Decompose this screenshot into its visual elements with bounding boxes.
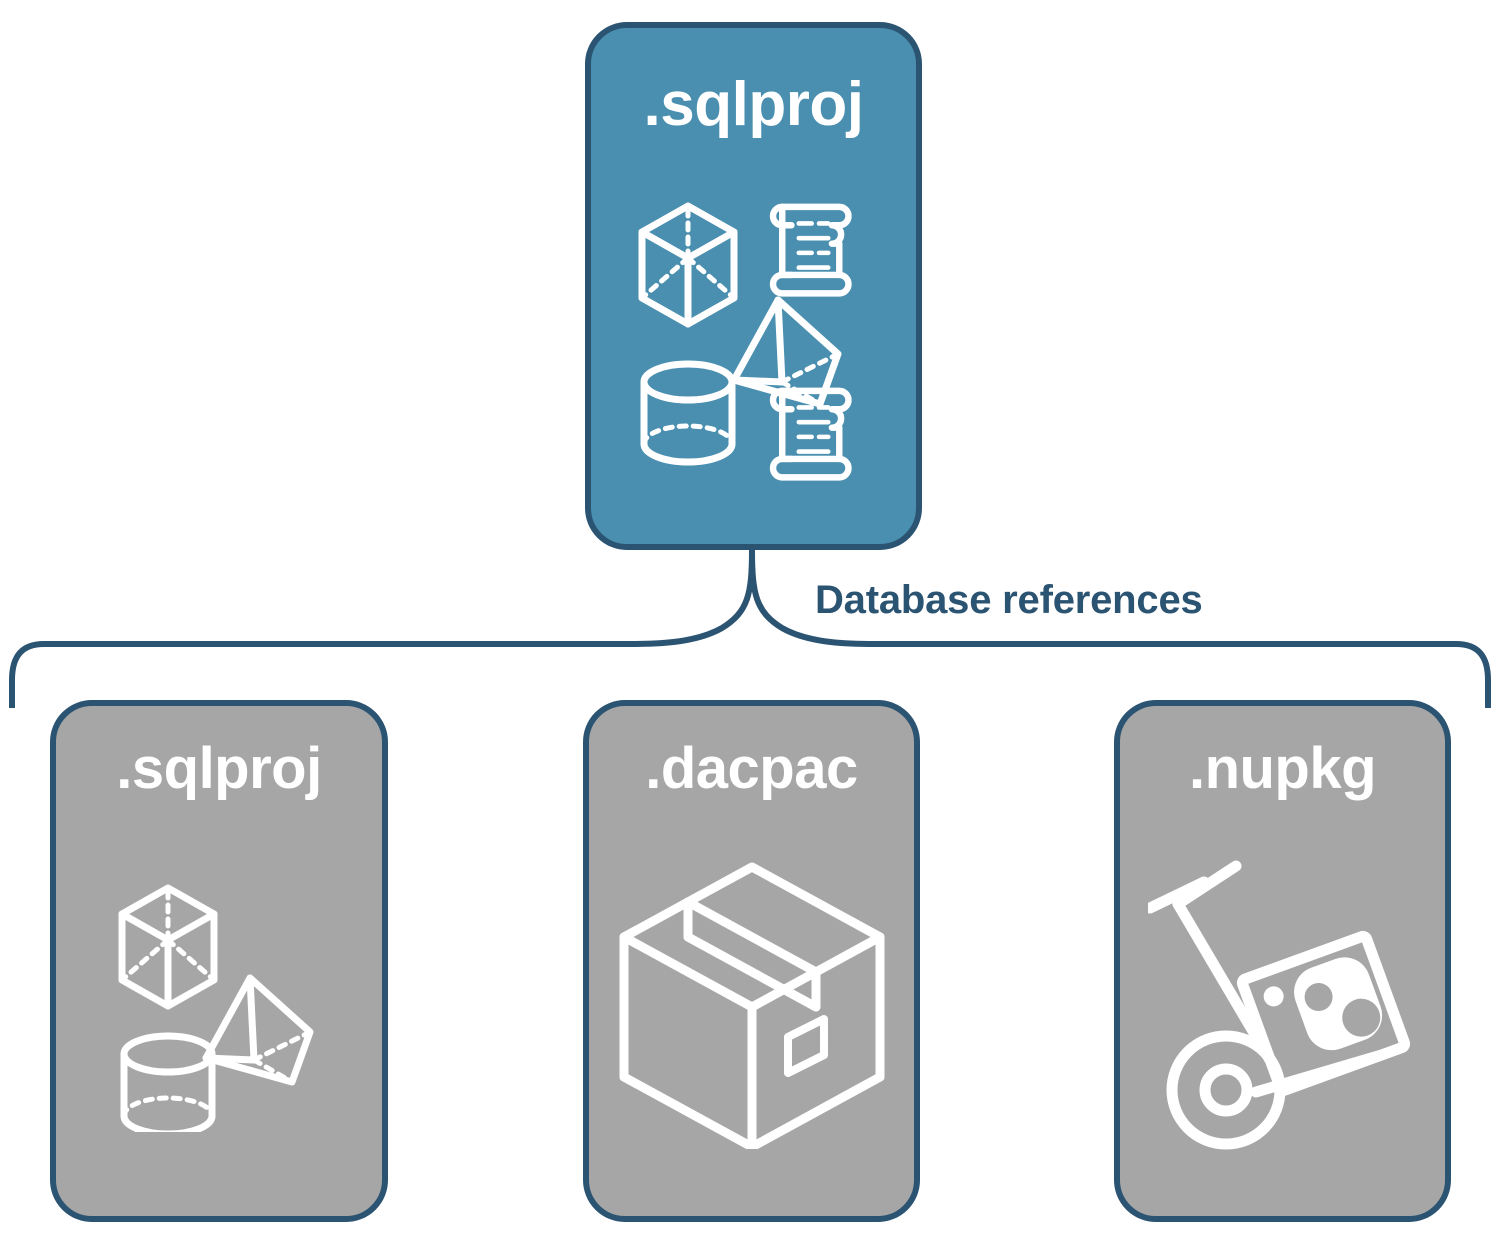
card-reference-nupkg-title: .nupkg bbox=[1188, 736, 1377, 801]
pyramid-wireframe-icon bbox=[202, 974, 314, 1086]
pyramid-wireframe-icon bbox=[730, 296, 841, 408]
card-reference-dacpac-title: .dacpac bbox=[645, 736, 858, 801]
cylinder-wireframe-icon bbox=[640, 360, 735, 466]
card-reference-nupkg-icon-area bbox=[1120, 798, 1445, 1216]
database-references-bracket bbox=[9, 548, 1491, 708]
sqlproj-shapes-icon-group bbox=[118, 884, 314, 1132]
card-root-title: .sqlproj bbox=[643, 70, 864, 139]
scroll-script-icon bbox=[769, 203, 852, 297]
cube-wireframe-icon bbox=[638, 202, 737, 328]
card-reference-dacpac[interactable]: .dacpac bbox=[583, 700, 920, 1222]
cube-wireframe-icon bbox=[118, 884, 218, 1010]
card-reference-dacpac-icon-area bbox=[589, 798, 914, 1216]
root-shapes-icon-group bbox=[638, 202, 852, 481]
cylinder-wireframe-icon bbox=[120, 1032, 216, 1132]
card-root-sqlproj[interactable]: .sqlproj bbox=[585, 22, 922, 550]
card-reference-sqlproj-title: .sqlproj bbox=[116, 736, 322, 801]
card-reference-sqlproj-icon-area bbox=[56, 798, 382, 1216]
bracket-label: Database references bbox=[815, 578, 1203, 622]
card-reference-nupkg[interactable]: .nupkg bbox=[1114, 700, 1451, 1222]
scroll-script-icon bbox=[769, 387, 852, 481]
shipping-box-icon bbox=[619, 862, 884, 1149]
hand-truck-package-icon bbox=[1147, 860, 1410, 1150]
card-reference-sqlproj[interactable]: .sqlproj bbox=[50, 700, 388, 1222]
card-root-icon-area bbox=[591, 136, 916, 544]
